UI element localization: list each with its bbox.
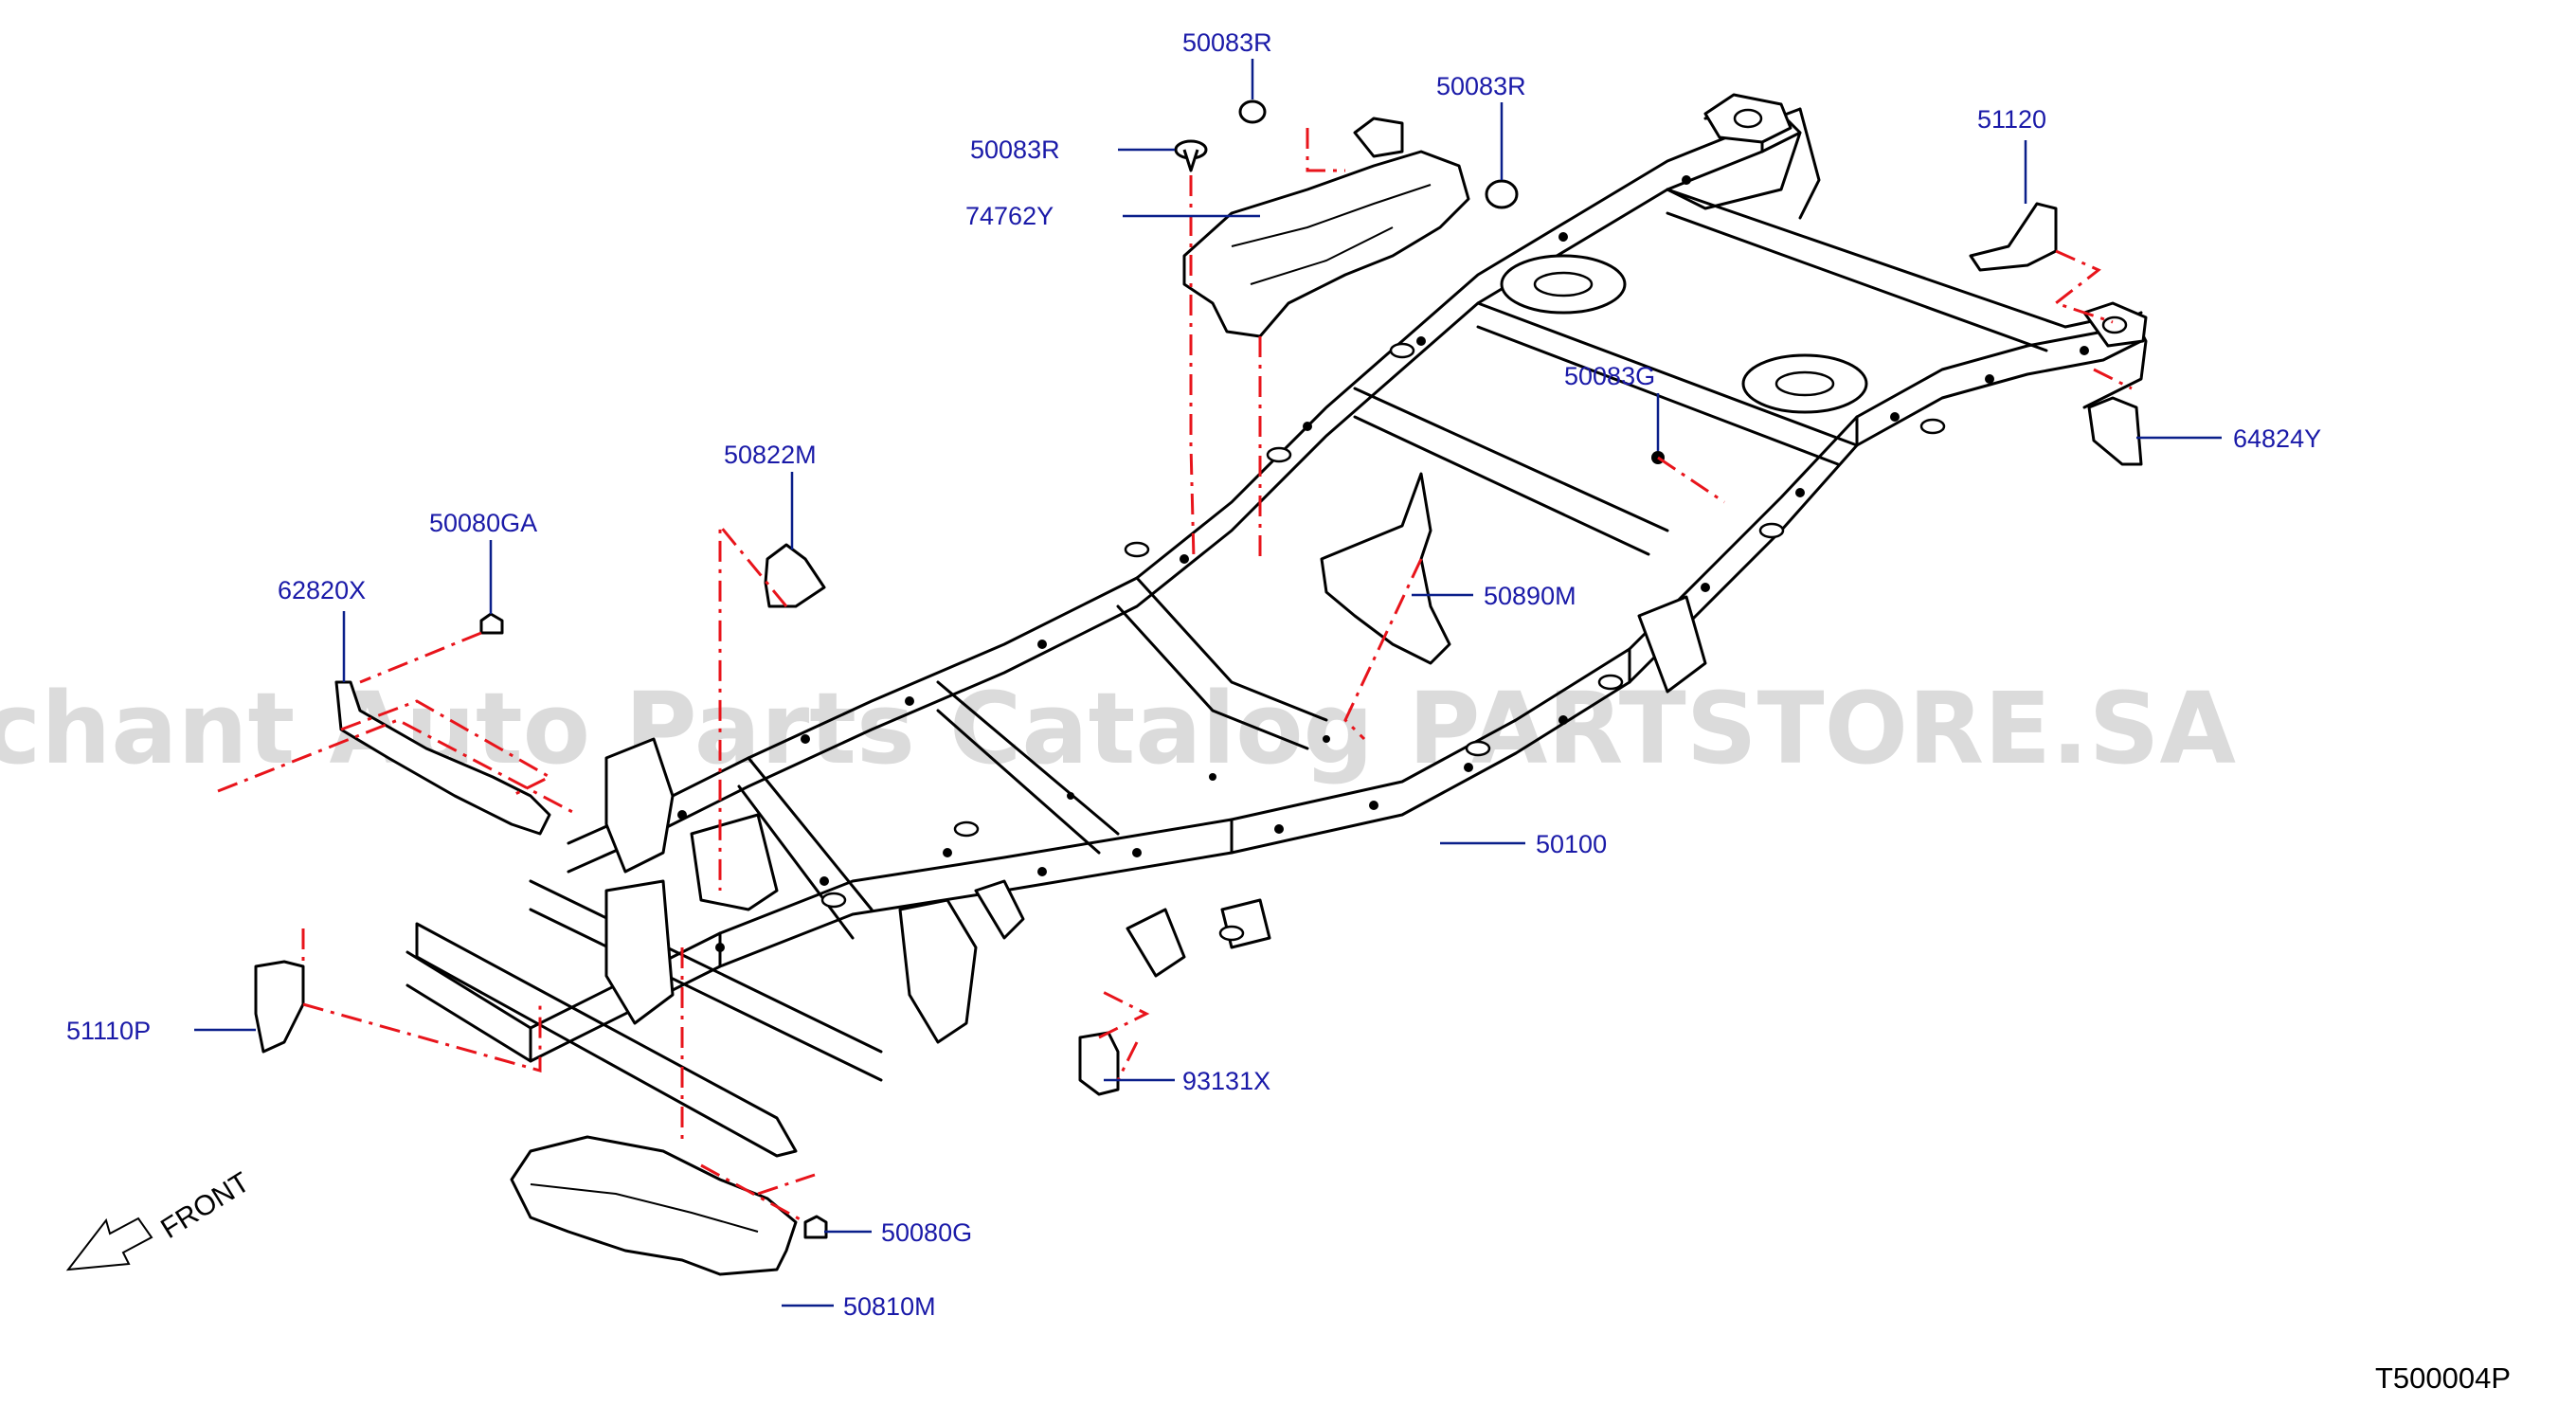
label-50083R-left[interactable]: 50083R xyxy=(970,135,1060,164)
label-50822M[interactable]: 50822M xyxy=(724,441,817,469)
bolt-50080GA[interactable] xyxy=(479,612,504,635)
label-74762Y[interactable]: 74762Y xyxy=(965,202,1054,230)
label-50083G[interactable]: 50083G xyxy=(1564,362,1655,390)
label-51120[interactable]: 51120 xyxy=(1977,105,2046,134)
leader-lines xyxy=(194,59,2222,1307)
label-50890M[interactable]: 50890M xyxy=(1484,582,1576,610)
label-50080G[interactable]: 50080G xyxy=(881,1218,972,1247)
plate-50890M[interactable] xyxy=(1320,472,1451,665)
plug-50083R-top[interactable] xyxy=(1238,99,1267,124)
label-50080GA[interactable]: 50080GA xyxy=(429,509,537,537)
bolt-50080G[interactable] xyxy=(803,1215,828,1239)
label-50083R-top[interactable]: 50083R xyxy=(1182,28,1272,57)
watermark-text: Offers Merchant Auto Parts Catalog PARTS… xyxy=(0,671,2236,786)
plug-50083R-right[interactable] xyxy=(1485,179,1519,209)
bracket-64824Y[interactable] xyxy=(2087,396,2143,466)
label-50083R-right[interactable]: 50083R xyxy=(1436,72,1526,100)
diagram-code: T500004P xyxy=(2375,1361,2511,1395)
front-label: FRONT xyxy=(155,1166,255,1245)
bracket-51120[interactable] xyxy=(1969,202,2058,272)
label-50810M[interactable]: 50810M xyxy=(843,1292,936,1321)
bracket-50822M[interactable] xyxy=(764,543,826,608)
bracket-51110P[interactable] xyxy=(254,960,305,1054)
assembly-guide-lines xyxy=(217,128,2133,1224)
front-direction-indicator: FRONT xyxy=(65,1166,255,1271)
heat-shield-74762Y[interactable] xyxy=(1182,150,1470,338)
bracket-93131X[interactable] xyxy=(1078,1031,1120,1096)
bracket-62820X[interactable] xyxy=(334,680,551,836)
frame-holes xyxy=(677,175,2089,952)
skid-plate-50810M[interactable] xyxy=(510,1135,798,1276)
front-arrow-icon xyxy=(65,1217,153,1271)
label-93131X[interactable]: 93131X xyxy=(1182,1067,1270,1095)
frame-assembly-50100[interactable] xyxy=(405,93,2148,1158)
label-62820X[interactable]: 62820X xyxy=(278,576,366,604)
label-51110P[interactable]: 51110P xyxy=(66,1017,151,1045)
label-50100[interactable]: 50100 xyxy=(1536,830,1607,858)
label-64824Y[interactable]: 64824Y xyxy=(2233,424,2321,453)
